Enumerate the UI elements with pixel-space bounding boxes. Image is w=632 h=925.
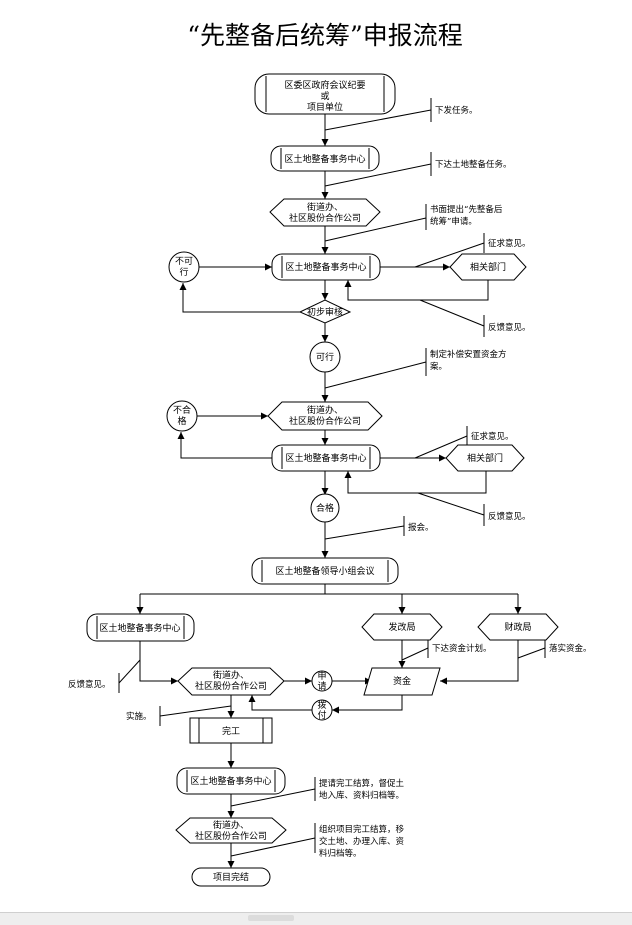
svg-text:街道办、: 街道办、 — [213, 669, 249, 681]
svg-text:合格: 合格 — [316, 502, 334, 514]
node-completed: 完工 — [189, 717, 273, 744]
note-15c: 料归档等。 — [319, 848, 362, 859]
node-not-feasible: 不可 行 — [168, 251, 200, 283]
svg-text:区土地整备事务中心: 区土地整备事务中心 — [190, 775, 271, 787]
note-4: 征求意见。 — [488, 238, 531, 249]
svg-text:相关部门: 相关部门 — [470, 261, 506, 273]
node-center-4: 区土地整备事务中心 — [86, 613, 195, 642]
node-center-5: 区土地整备事务中心 — [176, 767, 286, 795]
node-street-1: 街道办、 社区股份合作公司 — [269, 198, 381, 227]
page-title: “先整备后统筹”申报流程 — [187, 21, 463, 50]
node-funds: 资金 — [363, 667, 441, 696]
node-street-3: 街道办、 社区股份合作公司 — [177, 667, 285, 696]
note-7: 征求意见。 — [471, 431, 514, 442]
svg-text:不合: 不合 — [173, 404, 191, 416]
svg-text:行: 行 — [179, 266, 188, 278]
note-14b: 地入库、资料归档等。 — [319, 790, 404, 801]
svg-text:社区股份合作公司: 社区股份合作公司 — [195, 680, 267, 692]
svg-text:申: 申 — [317, 670, 326, 682]
node-street-2: 街道办、 社区股份合作公司 — [267, 401, 383, 431]
svg-text:相关部门: 相关部门 — [467, 452, 503, 464]
note-11: 落实资金。 — [549, 643, 592, 654]
svg-text:请: 请 — [317, 680, 326, 692]
connectors — [118, 98, 546, 868]
note-5: 反馈意见。 — [488, 322, 531, 333]
svg-text:完工: 完工 — [222, 725, 240, 737]
horizontal-scrollbar[interactable] — [0, 912, 632, 925]
node-development-bureau: 发改局 — [361, 613, 443, 641]
note-8: 反馈意见。 — [488, 511, 531, 522]
node-apply: 申 请 — [311, 670, 333, 692]
svg-text:或: 或 — [320, 90, 329, 102]
note-10: 下达资金计划。 — [432, 643, 492, 654]
node-center-1: 区土地整备事务中心 — [270, 145, 380, 172]
note-6: 制定补偿安置资金方 — [430, 349, 507, 360]
node-project-finished: 项目完结 — [191, 867, 271, 887]
note-13: 实施。 — [126, 711, 152, 722]
svg-text:区土地整备事务中心: 区土地整备事务中心 — [285, 261, 366, 273]
svg-text:街道办、: 街道办、 — [307, 404, 343, 416]
note-12: 反馈意见。 — [68, 679, 111, 690]
svg-text:区土地整备事务中心: 区土地整备事务中心 — [284, 153, 365, 165]
note-6b: 案。 — [430, 361, 447, 372]
svg-text:区委区政府会议纪要: 区委区政府会议纪要 — [284, 79, 365, 91]
node-street-4: 街道办、 社区股份合作公司 — [175, 817, 287, 844]
node-start: 区委区政府会议纪要 或 项目单位 — [254, 73, 396, 115]
svg-text:不可: 不可 — [175, 256, 193, 267]
node-leader-meeting: 区土地整备领导小组会议 — [251, 557, 399, 585]
svg-text:发改局: 发改局 — [388, 621, 415, 633]
node-review: 初步审核 — [298, 299, 352, 324]
svg-text:社区股份合作公司: 社区股份合作公司 — [289, 415, 361, 427]
note-15b: 交土地、办理入库、资 — [319, 836, 405, 847]
svg-text:格: 格 — [177, 415, 186, 427]
node-allocate: 拨 付 — [311, 699, 333, 721]
node-center-3: 区土地整备事务中心 — [271, 444, 381, 472]
note-15: 组织项目完工结算，移 — [319, 824, 405, 835]
node-feasible: 可行 — [309, 341, 341, 373]
node-unqualified: 不合 格 — [166, 400, 198, 432]
svg-text:街道办、: 街道办、 — [307, 201, 343, 213]
note-3b: 统筹”申请。 — [430, 216, 477, 227]
note-1: 下发任务。 — [435, 105, 478, 116]
note-2: 下达土地整备任务。 — [435, 159, 512, 170]
svg-text:区土地整备领导小组会议: 区土地整备领导小组会议 — [275, 565, 374, 577]
svg-text:区土地整备事务中心: 区土地整备事务中心 — [285, 452, 366, 464]
svg-text:付: 付 — [317, 710, 326, 721]
svg-text:拨: 拨 — [317, 699, 326, 711]
svg-text:初步审核: 初步审核 — [307, 306, 343, 318]
svg-text:社区股份合作公司: 社区股份合作公司 — [195, 830, 267, 842]
note-9: 报会。 — [408, 522, 434, 533]
node-center-2: 区土地整备事务中心 — [271, 253, 381, 281]
annotations: 下发任务。 下达土地整备任务。 书面提出“先整备后 统筹”申请。 征求意见。 反… — [68, 105, 592, 859]
svg-text:街道办、: 街道办、 — [213, 819, 249, 831]
node-qualified: 合格 — [310, 493, 340, 523]
note-14: 提请完工结算，督促土 — [319, 778, 405, 789]
note-3: 书面提出“先整备后 — [430, 204, 503, 215]
svg-text:可行: 可行 — [316, 351, 334, 363]
svg-text:项目完结: 项目完结 — [213, 871, 249, 883]
svg-text:社区股份合作公司: 社区股份合作公司 — [289, 212, 361, 224]
svg-text:资金: 资金 — [393, 675, 411, 687]
node-dept-1: 相关部门 — [449, 253, 527, 281]
node-dept-2: 相关部门 — [445, 444, 525, 472]
svg-text:区土地整备事务中心: 区土地整备事务中心 — [99, 622, 180, 634]
svg-text:财政局: 财政局 — [504, 621, 531, 633]
svg-text:项目单位: 项目单位 — [307, 101, 343, 113]
node-finance-bureau: 财政局 — [477, 613, 559, 641]
scrollbar-thumb[interactable] — [248, 915, 294, 921]
